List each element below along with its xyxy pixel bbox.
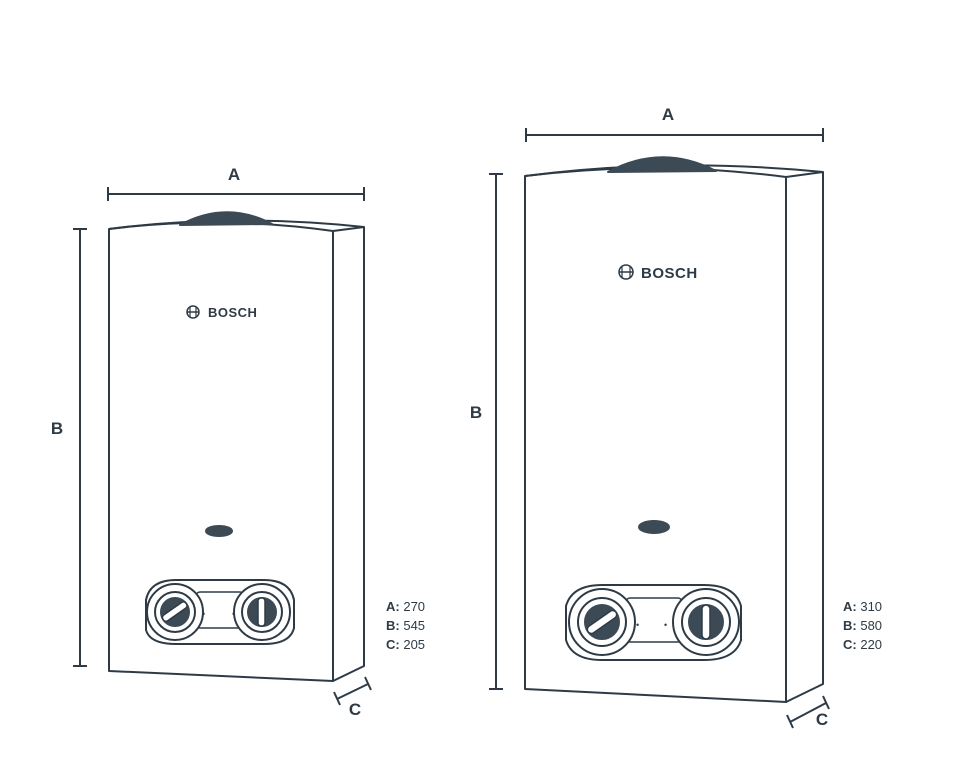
spec-key: C: [843,637,857,652]
brand-label: BOSCH [208,305,257,320]
spec-key: A: [843,599,857,614]
spec-value: 205 [403,637,425,652]
heater-large: • • [524,156,824,703]
temperature-knob-icon [568,588,636,656]
spec-value: 580 [860,618,882,633]
heater-small-side [332,226,365,682]
spec-list: A: 310 B: 580 C: 220 [843,599,882,652]
dimension-lines-small [73,187,372,706]
dimension-lines-large [489,128,830,729]
svg-text:B: 545: B: 545 [386,618,425,633]
heater-large-front [524,167,787,703]
spec-key: B: [843,618,857,633]
brand-label: BOSCH [641,265,698,282]
dimension-label-c: C [349,700,361,719]
dimension-label-b: B [51,419,63,438]
svg-text:C: 220: C: 220 [843,637,882,652]
dimension-label-a: A [228,165,240,184]
svg-text:A: 310: A: 310 [843,599,882,614]
flue-cap-icon [607,156,717,173]
svg-text:A: 270: A: 270 [386,599,425,614]
spec-key: A: [386,599,400,614]
hot-mark: • [232,609,235,619]
spec-value: 545 [403,618,425,633]
dimension-label-a: A [662,105,674,124]
spec-list: A: 270 B: 545 C: 205 [386,599,425,652]
spec-value: 220 [860,637,882,652]
spec-key: B: [386,618,400,633]
temperature-knob-icon [146,583,204,641]
svg-text:C: 205: C: 205 [386,637,425,652]
spec-value: 310 [860,599,882,614]
control-panel [145,579,295,645]
flame-window-icon [638,520,670,534]
flow-knob-icon [233,583,291,641]
flame-window-icon [205,525,233,537]
dimension-label-b: B [470,403,482,422]
spec-key: C: [386,637,400,652]
cold-mark: • [636,620,639,630]
heater-large-side [785,171,824,703]
control-panel [565,584,742,661]
heater-small-front [108,221,334,682]
cold-mark: • [202,609,205,619]
heater-small: • • [108,211,365,682]
flow-knob-icon [672,588,740,656]
svg-text:B: 580: B: 580 [843,618,882,633]
hot-mark: • [664,620,667,630]
dimension-label-c: C [816,710,828,729]
spec-value: 270 [403,599,425,614]
flue-cap-icon [179,211,273,226]
bosch-logo [186,305,200,319]
bosch-logo [618,264,634,280]
